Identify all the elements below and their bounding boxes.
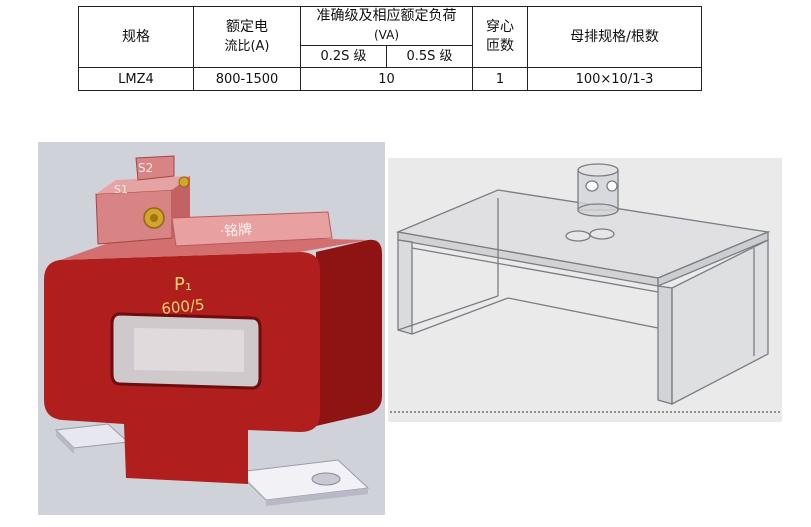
busbar-plate-left-edge <box>56 430 74 454</box>
header-class-02s: 0.2S 级 <box>300 45 387 68</box>
header-accuracy: 准确级及相应额定负荷 (VA) <box>300 6 473 46</box>
nameplate-label: ·铭牌 <box>219 221 253 240</box>
cell-rated-ratio: 800-1500 <box>193 67 301 91</box>
busbar-slot <box>311 472 341 486</box>
small-screw-icon <box>178 176 190 188</box>
header-class-05s: 0.5S 级 <box>386 45 473 68</box>
header-busbar: 母排规格/根数 <box>527 6 702 68</box>
transformer-render: S2 S1 ·铭牌 P₁ 600/5 <box>38 142 385 515</box>
enclosure-inner-floor-line <box>507 297 659 329</box>
mount-hole-left-icon <box>565 230 591 242</box>
cell-model: LMZ4 <box>78 67 194 91</box>
mount-hole-right-icon <box>589 228 615 240</box>
header-model: 规格 <box>78 6 194 68</box>
terminal-cylinder-bottom <box>577 203 619 217</box>
transformer-illustration: S2 S1 ·铭牌 P₁ 600/5 <box>44 155 382 506</box>
header-accuracy-line2: (VA) <box>373 28 399 42</box>
header-rated-ratio: 额定电 流比(A) <box>193 6 301 68</box>
body-side <box>316 239 382 426</box>
busbar-plate-right-edge <box>266 488 368 506</box>
brass-screw-center-icon <box>150 214 158 222</box>
terminal-cylinder-top <box>577 163 619 177</box>
terminal-s2-label: S2 <box>138 161 153 175</box>
terminal-s2-block <box>135 155 175 181</box>
busbar-render <box>388 158 782 422</box>
enclosure-left-foot-line <box>411 297 509 335</box>
cell-accuracy-load: 10 <box>300 67 473 91</box>
busbar-illustration <box>390 163 780 413</box>
header-accuracy-line1: 准确级及相应额定负荷 <box>316 8 457 24</box>
terminal-bolt-hole-icon <box>585 180 599 192</box>
spec-table: 规格 额定电 流比(A) 准确级及相应额定负荷 (VA) 穿心 匝数 母排规格/… <box>78 6 702 91</box>
enclosure-right-leg-front <box>657 285 673 405</box>
enclosure-right-leg-side <box>671 238 769 406</box>
terminal-bolt-hole-2-icon <box>606 180 618 192</box>
header-turns-line2: 匝数 <box>486 38 514 54</box>
enclosure-left-leg <box>397 239 413 335</box>
p-mark-label: P₁ <box>174 274 192 295</box>
enclosure-inner-line <box>411 247 659 293</box>
cell-turns: 1 <box>472 67 528 91</box>
body-window-inner <box>134 328 244 372</box>
terminal-block-top <box>96 176 190 194</box>
header-rated-ratio-line2: 流比(A) <box>224 39 270 54</box>
nameplate-plate <box>171 211 333 247</box>
cell-busbar: 100×10/1-3 <box>527 67 702 91</box>
header-turns: 穿心 匝数 <box>472 6 528 68</box>
header-turns-line1: 穿心 <box>486 19 514 35</box>
header-rated-ratio-line1: 额定电 <box>226 19 268 35</box>
terminal-s1-label: S1 <box>114 183 128 196</box>
ratio-mark-label: 600/5 <box>161 296 206 318</box>
enclosure-left-back-line <box>397 295 499 331</box>
